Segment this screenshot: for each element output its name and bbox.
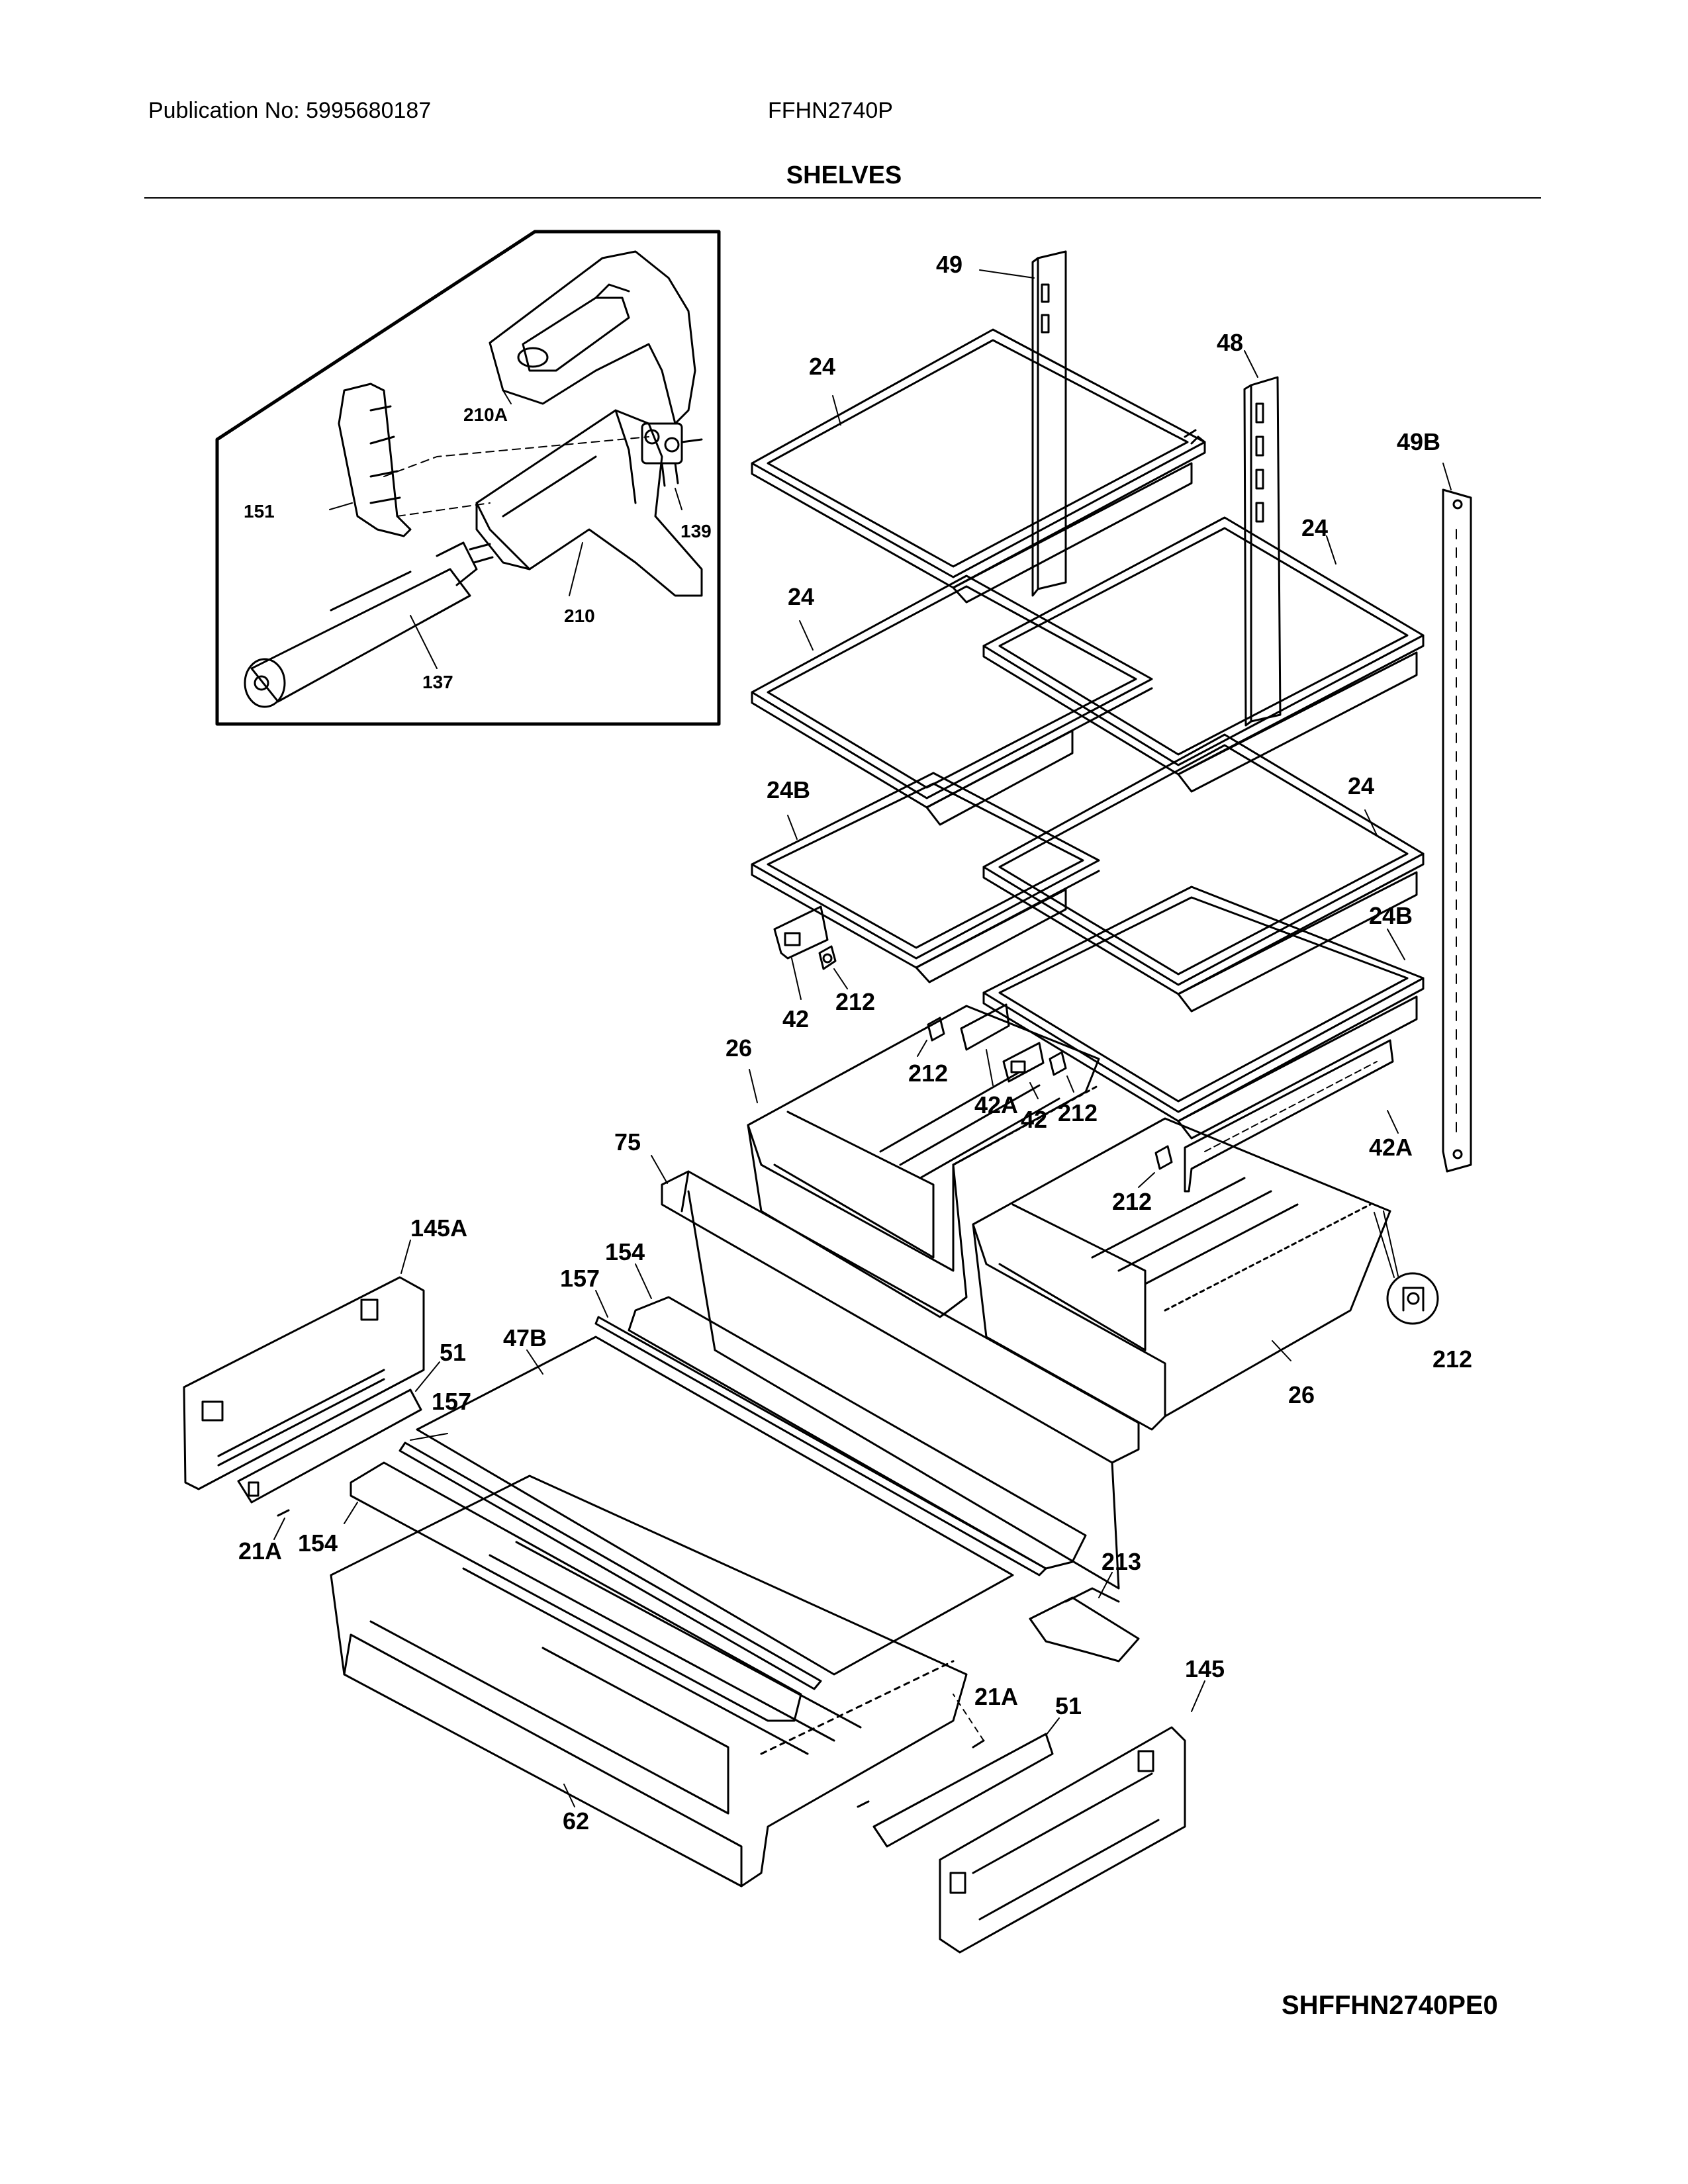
crisper-cover-75	[651, 1155, 1140, 1590]
glass-trim-154-front	[344, 1461, 802, 1722]
header-divider	[144, 197, 1541, 199]
crisper-drawer-right	[972, 1117, 1391, 1431]
part-label-212-d: 212	[1112, 1188, 1152, 1215]
filter-cover	[338, 383, 412, 537]
pantry-drawer	[330, 1475, 968, 1888]
screw-21A-right	[857, 1694, 985, 1808]
part-label-212-b: 212	[908, 1060, 948, 1087]
part-label-49: 49	[936, 251, 962, 278]
support-bracket-42A-right	[1184, 1039, 1399, 1193]
part-label-137: 137	[422, 672, 453, 692]
part-label-139: 139	[680, 521, 712, 541]
part-label-157-front: 157	[432, 1388, 471, 1415]
glass-shelf-middle-left	[751, 772, 1100, 983]
part-label-42-left: 42	[782, 1005, 809, 1032]
glass-shelf-top-left	[751, 328, 1206, 604]
clip-212-b	[917, 1017, 945, 1057]
glass-shelf-upper-left	[751, 574, 1153, 826]
inset-frame	[215, 230, 721, 726]
page-title: SHELVES	[786, 161, 902, 189]
shelf-rail-48	[1243, 350, 1282, 727]
clip-212-d	[1138, 1145, 1173, 1188]
part-label-42A-left: 42A	[974, 1091, 1018, 1118]
clip-212-a	[818, 945, 848, 989]
part-label-24B-left: 24B	[767, 776, 810, 803]
part-label-24-middle-right: 24	[1348, 772, 1374, 799]
part-label-157-back: 157	[560, 1265, 600, 1292]
filter-housing	[475, 409, 703, 597]
filter-cartridge	[244, 541, 494, 708]
glass-trim-157-front	[399, 1433, 822, 1690]
part-label-42-right: 42	[1021, 1106, 1047, 1133]
part-label-213: 213	[1102, 1548, 1141, 1575]
glass-shelf-upper-right	[982, 516, 1425, 793]
glass-trim-154-back	[628, 1263, 1087, 1570]
water-filter-inset	[215, 230, 721, 726]
crisper-drawer-left	[747, 1005, 1100, 1318]
part-label-48: 48	[1217, 329, 1243, 356]
clip-212-e	[1374, 1210, 1439, 1325]
drawer-side-panel-145A	[183, 1240, 425, 1490]
part-label-24-upper-left: 24	[788, 583, 814, 610]
filter-housing-cover	[489, 250, 696, 425]
part-label-145: 145	[1185, 1655, 1225, 1682]
screw-21A-left	[273, 1509, 290, 1540]
drawer-slide-51-left	[237, 1361, 440, 1504]
model-number: FFHN2740P	[768, 98, 893, 123]
part-label-154-back: 154	[605, 1238, 645, 1265]
part-label-49B: 49B	[1397, 428, 1440, 455]
part-label-75: 75	[614, 1128, 641, 1156]
support-bracket-42	[773, 905, 829, 1000]
part-label-24-upper-right: 24	[1301, 514, 1328, 541]
part-label-51-right: 51	[1055, 1692, 1082, 1719]
part-label-212-a: 212	[835, 988, 875, 1015]
part-label-21A-right: 21A	[974, 1683, 1018, 1710]
shelf-rail-49	[979, 250, 1067, 597]
glass-shelf-lower-right	[982, 886, 1425, 1140]
crisper-bracket-213	[1029, 1572, 1140, 1662]
part-label-62: 62	[563, 1807, 589, 1835]
part-label-26-left: 26	[726, 1034, 752, 1062]
part-label-21A-left: 21A	[238, 1537, 282, 1565]
part-label-24B-right: 24B	[1369, 902, 1413, 929]
filter-valve	[641, 422, 703, 487]
clip-212-c	[1049, 1051, 1074, 1093]
part-label-26-right: 26	[1288, 1381, 1315, 1408]
support-bracket-42-right	[1002, 1042, 1045, 1099]
drawer-side-panel-145	[939, 1680, 1205, 1954]
drawer-slide-51-right	[872, 1717, 1060, 1848]
crisper-glass-47B	[416, 1336, 1014, 1676]
part-label-24-top: 24	[809, 353, 835, 380]
glass-trim-157-back	[594, 1290, 1047, 1576]
part-label-210A: 210A	[463, 404, 508, 425]
part-label-42A-right: 42A	[1369, 1134, 1413, 1161]
part-label-145A: 145A	[410, 1214, 467, 1242]
part-label-212-c: 212	[1058, 1099, 1098, 1126]
part-label-151: 151	[244, 501, 275, 522]
shelf-rail-49B	[1442, 463, 1472, 1173]
diagram-code: SHFFHN2740PE0	[1282, 1991, 1498, 2020]
part-label-154-front: 154	[298, 1529, 338, 1557]
support-bracket-42A-left	[960, 1003, 1010, 1086]
part-label-212-e: 212	[1432, 1345, 1472, 1373]
part-label-47B: 47B	[503, 1324, 547, 1351]
part-label-51-left: 51	[440, 1339, 466, 1366]
glass-shelf-middle-right	[982, 733, 1425, 1013]
publication-number: Publication No: 5995680187	[148, 98, 432, 123]
part-label-210: 210	[564, 606, 595, 626]
